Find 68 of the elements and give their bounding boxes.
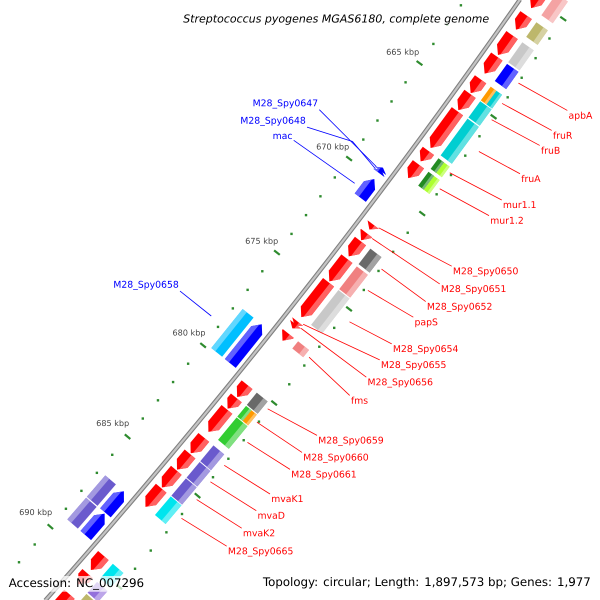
- leader-line: [378, 227, 452, 267]
- gene-label: M28_Spy0655: [382, 361, 446, 370]
- leader-line: [210, 481, 257, 512]
- gene-label: fruA: [521, 174, 540, 182]
- leader-line: [267, 408, 318, 436]
- leader-line: [502, 103, 552, 131]
- tick-label: 675 kbp: [246, 238, 278, 246]
- gene-block: [354, 179, 376, 202]
- leader-line: [300, 328, 367, 378]
- gene-label: mur1.2: [491, 216, 523, 224]
- leader-line: [302, 324, 380, 360]
- gene-bar: [311, 290, 350, 334]
- gene-bar: [81, 594, 94, 600]
- leader-line: [372, 238, 440, 284]
- gene-label: mac: [273, 134, 292, 140]
- footer-text: Accession: NC_007296: [6, 576, 146, 592]
- leader-line: [308, 356, 350, 396]
- gene-label: M28_Spy0651: [442, 285, 506, 294]
- leader-line: [491, 119, 540, 146]
- footer-text: Topology: circular; Length: 1,897,573 bp; Genes: 1,977: [260, 575, 593, 590]
- tick-label: 685 kbp: [96, 420, 129, 428]
- gene-label: M28_Spy0656: [368, 378, 432, 388]
- gene-bar: [292, 341, 310, 358]
- gene-label: mvaD: [258, 512, 284, 519]
- tick-label: 665 kbp: [386, 48, 419, 56]
- gene-label: mvaK2: [244, 529, 274, 536]
- gene-label: M28_Spy0665: [228, 547, 293, 556]
- gene-label: mur1.1: [504, 201, 536, 208]
- leader-line: [181, 518, 228, 547]
- gene-label: M28_Spy0654: [394, 345, 458, 354]
- gene-label: M28_Spy0661: [292, 470, 356, 480]
- leader-line: [349, 321, 392, 344]
- leader-line: [196, 499, 242, 529]
- gene-label: M28_Spy0658: [114, 280, 178, 290]
- gene-bar: [67, 498, 97, 529]
- gene-bar: [211, 308, 254, 357]
- leader-line: [318, 109, 377, 168]
- leader-line: [518, 82, 568, 111]
- leader-line: [381, 268, 426, 302]
- gene-label: papS: [415, 318, 438, 328]
- gene-label: fruR: [553, 132, 572, 139]
- gene-label: M28_Spy0650: [454, 267, 518, 276]
- leader-line: [224, 464, 270, 494]
- gene-label: fruB: [541, 146, 560, 154]
- tick-label: 670 kbp: [316, 143, 349, 152]
- gene-label: M28_Spy0647: [254, 99, 318, 108]
- gene-bar: [154, 496, 182, 524]
- gene-label: M28_Spy0659: [319, 436, 384, 446]
- leader-line: [368, 290, 414, 318]
- leader-line: [293, 140, 356, 184]
- tick-label: 690 kbp: [20, 508, 52, 517]
- gene-bar: [418, 172, 440, 194]
- gene-label: M28_Spy0652: [428, 302, 492, 312]
- gene-bar: [218, 417, 248, 449]
- gene-label: mvaK1: [272, 495, 303, 502]
- title: Streptococcus pyogenes MGAS6180, complete genome: [181, 12, 492, 27]
- leader-line: [439, 188, 490, 216]
- leader-line: [247, 442, 290, 470]
- gene-label: apbA: [569, 112, 592, 121]
- gene-label: M28_Spy0648: [241, 116, 306, 126]
- leader-line: [180, 290, 212, 316]
- leader-line: [478, 151, 520, 174]
- tick-label: 680 kbp: [173, 329, 206, 338]
- leader-line: [306, 126, 376, 170]
- leader-line: [256, 422, 302, 453]
- gene-label: fms: [351, 396, 368, 404]
- gene-label: M28_Spy0660: [304, 454, 368, 463]
- leader-line: [449, 172, 502, 200]
